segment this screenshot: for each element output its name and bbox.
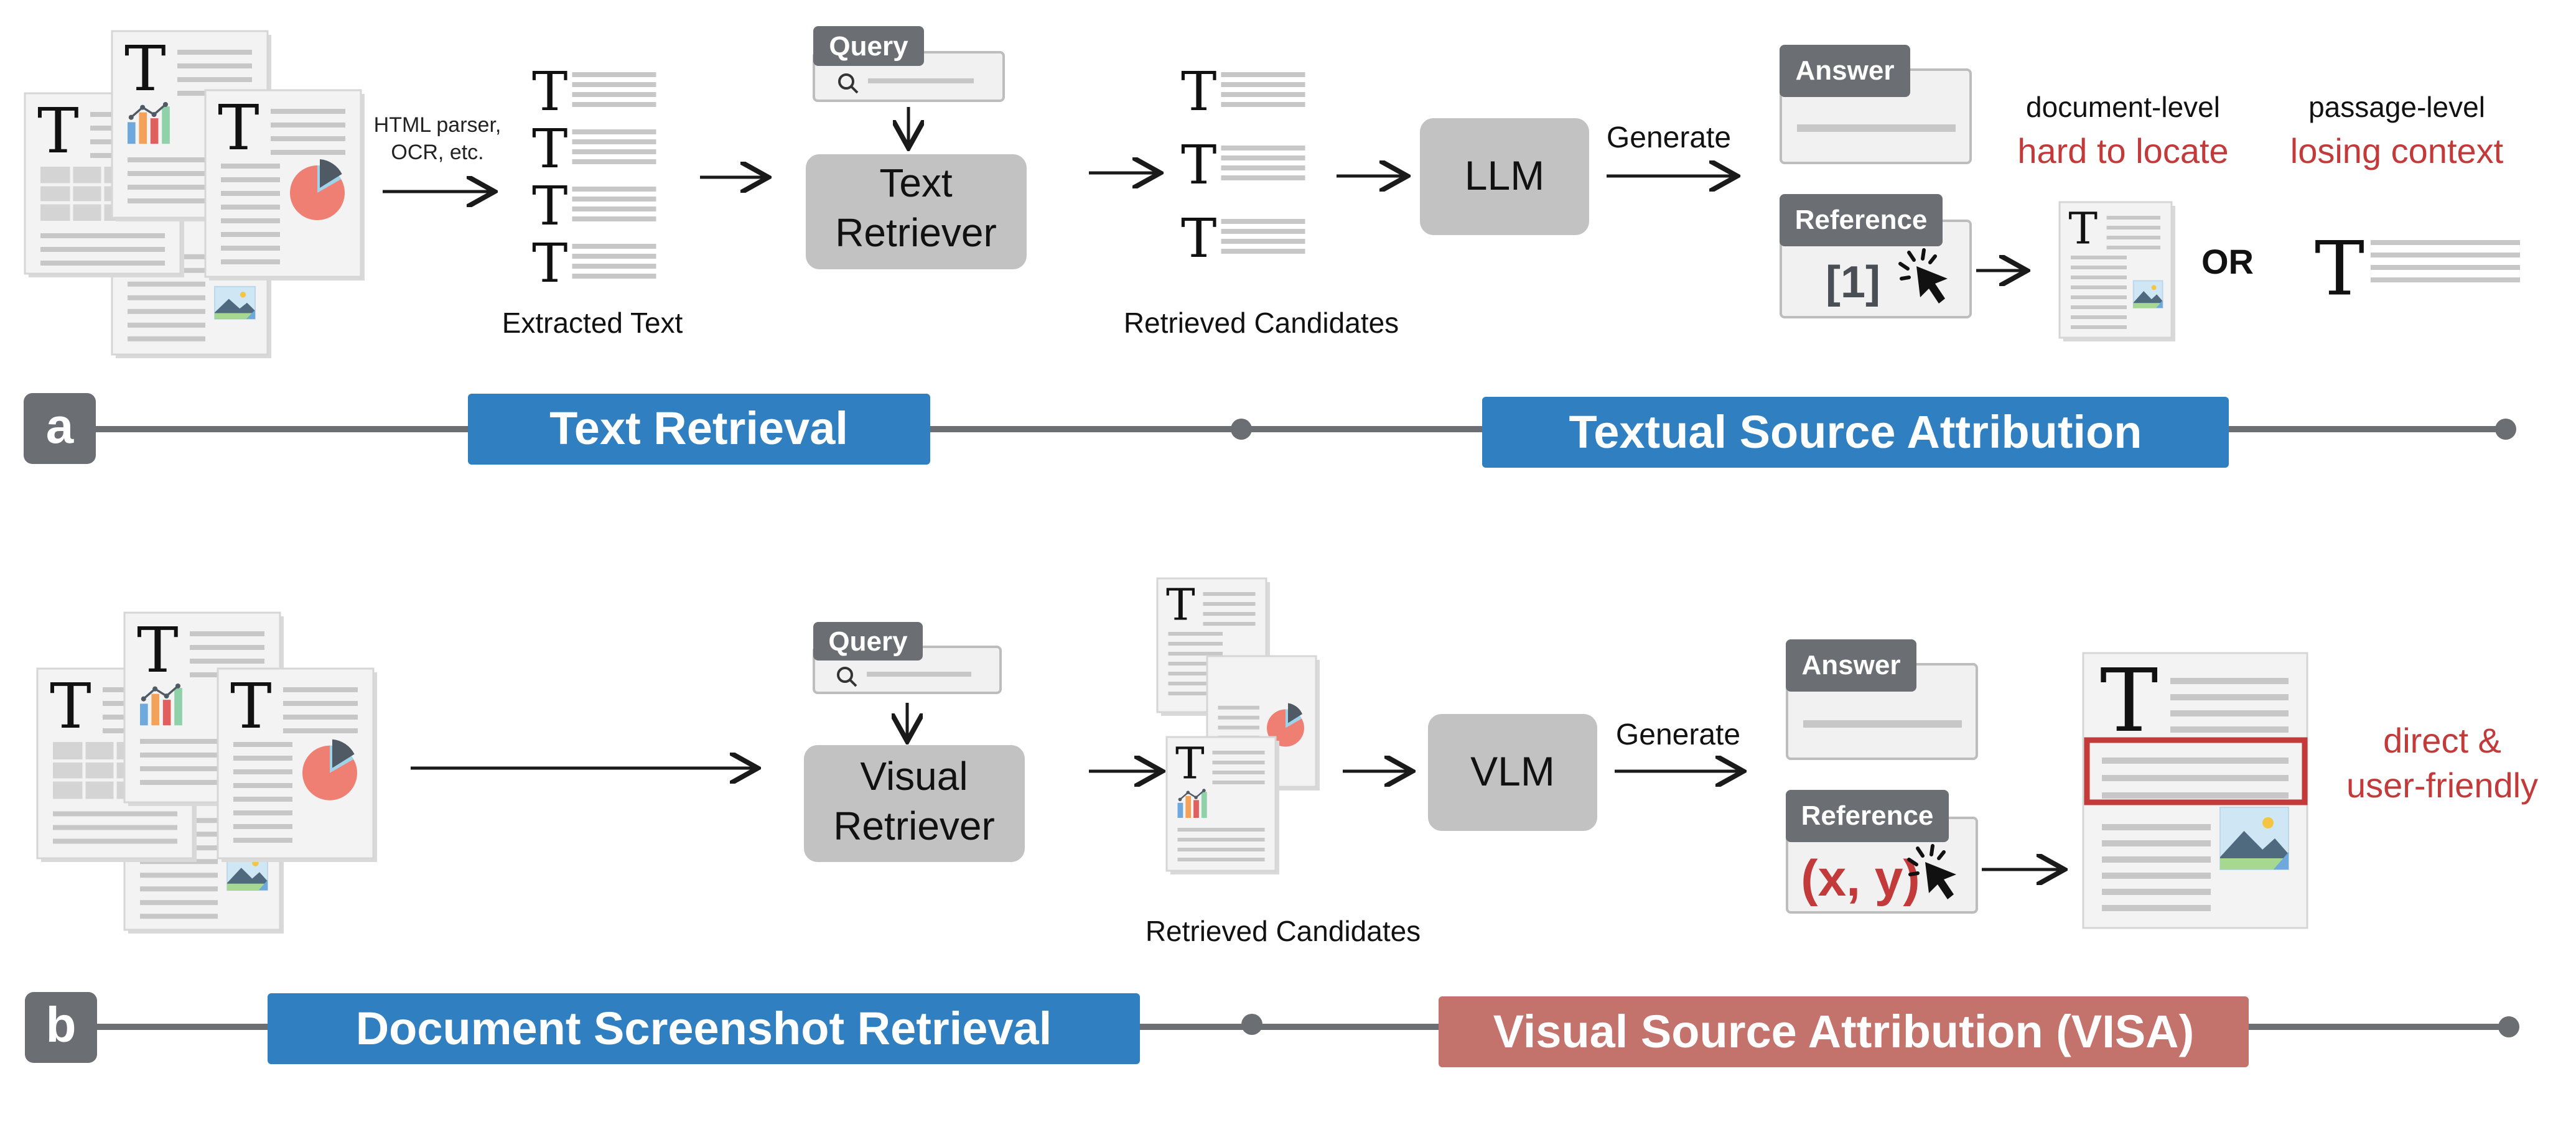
svg-text:T: T: [137, 614, 179, 687]
document-level-title: document-level: [2026, 91, 2220, 123]
cursor-click-icon: [1907, 844, 1956, 899]
generate-label: Generate: [1607, 121, 1731, 154]
svg-text:T: T: [532, 233, 567, 295]
cursor-click-icon: [1898, 248, 1948, 304]
answer-label: Answer: [1802, 650, 1901, 680]
attributed-document-page: T: [2082, 651, 2308, 929]
search-icon: [838, 73, 859, 94]
source-document-stack-b: T T T: [36, 611, 377, 934]
vlm-box: [1428, 714, 1597, 831]
reference-coordinates: (x, y): [1801, 850, 1920, 907]
retrieved-screenshot-candidates: T T: [1156, 577, 1320, 874]
reference-value: [1]: [1826, 257, 1880, 307]
text-retriever-box: [806, 154, 1027, 269]
answer-text-placeholder: [1803, 720, 1962, 728]
llm-box: [1420, 118, 1589, 235]
query-label-tag: [813, 622, 923, 661]
section-a-badge: [24, 393, 96, 464]
benefit-line1: direct &: [2383, 721, 2501, 760]
answer-label-tag: [1786, 639, 1916, 692]
reference-label: Reference: [1801, 800, 1934, 831]
retrieved-text-candidates: T T T: [1181, 61, 1305, 270]
textual-source-attribution-stage-label: Textual Source Attribution: [1569, 406, 2142, 458]
retrieved-candidates-caption: Retrieved Candidates: [1124, 307, 1399, 339]
query-label: Query: [829, 31, 908, 62]
document-level-issue: hard to locate: [2017, 131, 2228, 170]
retriever-label-line1: Text: [879, 160, 953, 205]
visual-source-attribution-stage: [1439, 996, 2249, 1067]
svg-text:T: T: [50, 670, 91, 743]
svg-text:T: T: [1181, 134, 1216, 197]
section-b-letter: b: [46, 997, 77, 1052]
timeline-a-node-end: [2495, 419, 2516, 440]
search-icon: [837, 667, 857, 687]
svg-text:T: T: [1181, 61, 1216, 123]
svg-text:T: T: [230, 670, 272, 743]
retriever-label-line1: Visual: [860, 754, 968, 799]
answer-label-tag: [1780, 45, 1910, 97]
svg-text:T: T: [1175, 738, 1205, 789]
svg-text:T: T: [532, 118, 567, 180]
retriever-label-line2: Retriever: [833, 804, 995, 848]
retriever-label-line2: Retriever: [835, 210, 997, 255]
generate-label: Generate: [1616, 718, 1740, 751]
answer-label: Answer: [1796, 55, 1895, 86]
passage-level-title: passage-level: [2308, 91, 2485, 123]
svg-text:T: T: [37, 95, 79, 167]
attribution-highlight-box: [2084, 737, 2308, 805]
svg-text:T: T: [2068, 203, 2098, 254]
visual-retriever-box: [804, 745, 1025, 862]
svg-text:T: T: [532, 175, 567, 238]
timeline-a-node-mid: [1231, 419, 1252, 440]
document-screenshot-retrieval-stage-label: Document Screenshot Retrieval: [356, 1003, 1052, 1054]
answer-text-placeholder: [1797, 124, 1956, 132]
document-t-glyph: T: [2100, 651, 2158, 752]
document-icon: T: [217, 667, 377, 862]
reference-label-tag: [1780, 194, 1943, 246]
parser-label-line2: OCR, etc.: [391, 141, 483, 164]
svg-text:T: T: [218, 91, 259, 164]
text-retrieval-stage: [468, 394, 930, 465]
text-retrieval-stage-label: Text Retrieval: [549, 402, 848, 454]
visual-source-attribution-stage-label: Visual Source Attribution (VISA): [1493, 1006, 2195, 1057]
svg-text:T: T: [1181, 208, 1216, 270]
passage-snippet: T: [2315, 226, 2520, 313]
document-icon: T: [204, 89, 365, 280]
timeline-b-node-mid: [1241, 1014, 1262, 1035]
reference-label-tag: [1786, 790, 1949, 842]
svg-text:T: T: [532, 61, 567, 123]
benefit-line2: user-friendly: [2346, 766, 2538, 805]
query-label-tag: [813, 26, 924, 66]
passage-level-issue: losing context: [2290, 131, 2504, 170]
or-label: OR: [2201, 242, 2254, 281]
svg-text:T: T: [1166, 580, 1195, 631]
document-screenshot-retrieval-stage: [268, 993, 1140, 1064]
retrieved-candidates-caption: Retrieved Candidates: [1146, 915, 1421, 947]
textual-source-attribution-stage: [1482, 397, 2229, 468]
image-icon: [2219, 807, 2289, 870]
timeline-b-node-end: [2498, 1016, 2519, 1037]
section-a-letter: a: [46, 398, 74, 453]
reference-label: Reference: [1795, 205, 1928, 235]
query-label: Query: [828, 626, 908, 657]
section-b-badge: [25, 992, 97, 1063]
document-icon: T: [1165, 736, 1279, 874]
source-document-stack-a: T T T: [24, 30, 365, 358]
svg-text:T: T: [2315, 226, 2364, 313]
vlm-label: VLM: [1470, 748, 1555, 794]
llm-label: LLM: [1465, 152, 1544, 198]
parser-label-line1: HTML parser,: [374, 113, 502, 137]
svg-text:T: T: [124, 32, 166, 105]
extracted-text-caption: Extracted Text: [502, 307, 683, 339]
extracted-text-block: T T T T: [532, 61, 656, 295]
document-icon: T: [2058, 201, 2175, 341]
query-text-placeholder: [868, 78, 974, 83]
query-text-placeholder: [867, 672, 971, 677]
